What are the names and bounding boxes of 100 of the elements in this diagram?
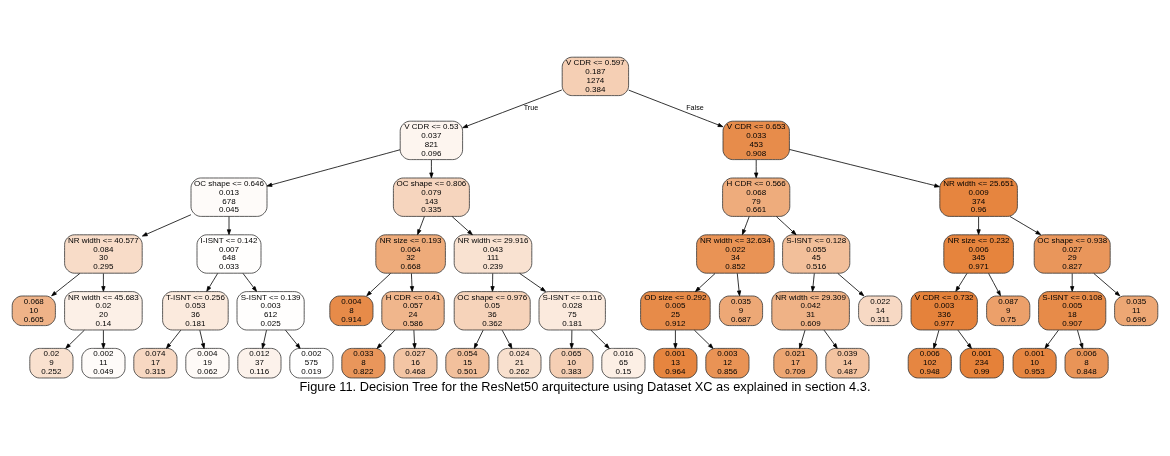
node-box: 0.035 11 0.696 — [1114, 295, 1159, 326]
arrow — [451, 216, 473, 236]
arrow — [628, 89, 724, 128]
node-box: S-ISNT <= 0.139 0.003 612 0.025 — [236, 291, 305, 331]
node-box: 0.002 11 0.049 — [81, 348, 126, 379]
node-box: 0.002 575 0.019 — [289, 348, 334, 379]
node-box: 0.02 9 0.252 — [29, 348, 74, 379]
node-box: NR width <= 32.634 0.022 34 0.852 — [696, 234, 775, 274]
arrow — [673, 329, 678, 349]
node-box: 0.033 8 0.822 — [341, 348, 386, 379]
node-box: 0.006 8 0.848 — [1064, 348, 1109, 379]
node-box: 0.001 13 0.964 — [653, 348, 698, 379]
arrow — [226, 216, 232, 235]
arrow — [429, 159, 434, 179]
caption: Figure 11. Decision Tree for the ResNet50 arquitecture using Dataset XC as explained in section 4.3. — [299, 379, 871, 395]
arrow — [754, 159, 759, 179]
arrow — [694, 329, 714, 349]
node-box: 0.003 12 0.856 — [705, 348, 750, 379]
arrow — [412, 329, 417, 349]
node-box: OD size <= 0.292 0.005 25 0.912 — [640, 291, 711, 331]
arrow — [142, 214, 192, 237]
node-box: 0.021 17 0.709 — [773, 348, 818, 379]
arrow — [1070, 273, 1075, 292]
arrow — [695, 273, 716, 292]
node-box: 0.039 14 0.487 — [825, 348, 870, 379]
arrow — [810, 273, 816, 292]
node-box: NR width <= 25.651 0.009 374 0.96 — [939, 177, 1018, 217]
arrow — [261, 329, 267, 349]
node-box: 0.004 19 0.062 — [185, 348, 230, 379]
arrow — [519, 272, 546, 292]
arrow — [366, 273, 391, 297]
arrow — [206, 273, 218, 292]
node-box: S-ISNT <= 0.116 0.028 75 0.181 — [538, 291, 606, 331]
node-box: NR width <= 45.683 0.02 20 0.14 — [64, 291, 143, 331]
arrow — [462, 89, 563, 129]
node-box: NR width <= 29.309 0.042 31 0.609 — [771, 291, 850, 331]
node-box: 0.004 8 0.914 — [329, 295, 374, 326]
node-box: 0.001 234 0.99 — [959, 348, 1004, 379]
node-box: 0.068 10 0.605 — [11, 295, 56, 326]
node-box: I-ISNT <= 0.142 0.007 648 0.033 — [196, 234, 262, 274]
arrow — [823, 329, 838, 349]
node-box: OC shape <= 0.938 0.027 29 0.827 — [1033, 234, 1111, 274]
arrow — [569, 329, 574, 349]
edge-label: False — [686, 103, 704, 113]
arrow — [376, 329, 396, 349]
node-box: V CDR <= 0.597 0.187 1274 0.384 — [561, 56, 629, 96]
node-box: T-ISNT <= 0.256 0.053 36 0.181 — [162, 291, 229, 331]
arrow — [490, 273, 495, 292]
arrow — [199, 329, 205, 349]
node-box: OC shape <= 0.806 0.079 143 0.335 — [393, 177, 470, 217]
arrow — [242, 273, 257, 292]
node-box: H CDR <= 0.41 0.057 24 0.586 — [381, 291, 445, 331]
arrow — [1077, 329, 1084, 349]
arrow — [789, 149, 940, 188]
arrow — [798, 329, 806, 349]
node-box: V CDR <= 0.732 0.003 336 0.977 — [910, 291, 978, 331]
arrow — [417, 216, 425, 235]
node-box: NR width <= 40.577 0.084 30 0.295 — [64, 234, 143, 274]
node-box: 0.027 16 0.468 — [393, 348, 438, 379]
node-box: 0.016 65 0.15 — [601, 348, 646, 379]
arrow — [742, 216, 750, 235]
node-box: 0.024 21 0.262 — [497, 348, 542, 379]
arrow — [1044, 329, 1059, 349]
arrow — [837, 273, 865, 297]
arrow — [988, 273, 1001, 297]
node-box: 0.001 10 0.953 — [1012, 348, 1057, 379]
arrow — [101, 273, 106, 292]
arrow — [976, 216, 981, 235]
node-box: 0.022 14 0.311 — [858, 295, 903, 326]
node-box: NR width <= 29.916 0.043 111 0.239 — [453, 234, 533, 274]
arrow — [285, 329, 301, 349]
node-box: V CDR <= 0.53 0.037 821 0.096 — [399, 120, 463, 160]
node-box: NR size <= 0.193 0.064 32 0.668 — [375, 234, 446, 274]
node-box: S-ISNT <= 0.108 0.005 18 0.907 — [1038, 291, 1107, 331]
edge-label: True — [523, 103, 539, 113]
arrow — [1009, 216, 1042, 235]
node-box: NR size <= 0.232 0.006 345 0.971 — [943, 234, 1014, 274]
arrow — [266, 149, 401, 187]
node-box: 0.035 9 0.687 — [719, 295, 763, 326]
arrow — [51, 273, 81, 297]
node-box: 0.065 10 0.383 — [549, 348, 594, 379]
arrow — [957, 329, 972, 349]
arrow — [166, 329, 182, 349]
arrow — [101, 329, 106, 349]
arrow — [409, 273, 415, 292]
arrow — [776, 216, 797, 236]
arrow — [933, 329, 940, 349]
arrow — [473, 329, 484, 349]
node-box: 0.012 37 0.116 — [237, 348, 282, 379]
node-box: V CDR <= 0.653 0.033 453 0.908 — [722, 120, 790, 160]
node-box: 0.074 17 0.315 — [133, 348, 178, 379]
arrow — [501, 329, 513, 349]
arrow — [1093, 273, 1121, 297]
node-box: OC shape <= 0.646 0.013 678 0.045 — [190, 177, 268, 217]
arrow — [590, 329, 610, 349]
node-box: 0.054 15 0.501 — [445, 348, 490, 379]
arrow — [955, 273, 968, 292]
node-box: S-ISNT <= 0.128 0.055 45 0.516 — [782, 234, 851, 274]
node-box: H CDR <= 0.566 0.068 79 0.661 — [722, 177, 791, 217]
node-box: 0.087 9 0.75 — [986, 295, 1031, 326]
